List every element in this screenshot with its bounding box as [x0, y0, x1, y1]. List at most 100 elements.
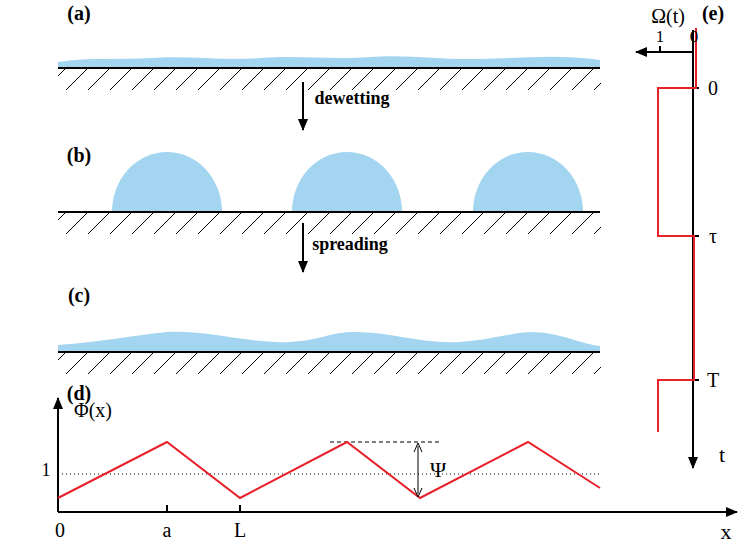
panel-label: (e) — [702, 3, 724, 23]
hatch-line — [176, 352, 198, 374]
hatch-line — [572, 68, 594, 90]
hatch-line — [198, 68, 220, 90]
hatch-line — [264, 68, 286, 90]
hatch-line — [66, 68, 88, 90]
hatch-line — [154, 352, 176, 374]
hatch-line — [286, 352, 308, 374]
hatch-line — [440, 212, 462, 234]
hatch-line — [396, 212, 418, 234]
hatch-line — [242, 68, 264, 90]
hatch-line — [528, 212, 550, 234]
hatch-line — [66, 352, 88, 374]
tick-label: T — [707, 370, 719, 390]
hatch-line — [308, 212, 330, 234]
hatch-line — [132, 212, 154, 234]
tick-label: 1 — [42, 461, 51, 479]
hatch-line — [88, 212, 110, 234]
process-label: spreading — [312, 235, 388, 253]
hatch-line — [506, 212, 528, 234]
hatch-line — [330, 352, 352, 374]
axis-label: x — [721, 521, 732, 543]
hatch-line — [154, 68, 176, 90]
hatch-line — [484, 68, 506, 90]
hatch-line — [176, 68, 198, 90]
axis-label: t — [719, 444, 725, 466]
hatch-line — [198, 212, 220, 234]
hatch-line — [242, 352, 264, 374]
dimension-label: Ψ — [430, 459, 446, 481]
hatch-line — [418, 352, 440, 374]
hatch-line — [462, 352, 484, 374]
tick-label: L — [234, 520, 246, 540]
hatch-line — [484, 352, 506, 374]
hatch-line — [110, 212, 132, 234]
tick-label: 0 — [690, 28, 699, 45]
hatch-line — [418, 68, 440, 90]
panel-label: (a) — [67, 3, 90, 23]
panel-label: (c) — [68, 285, 90, 305]
hatch-line — [58, 68, 66, 90]
hatch-line — [374, 68, 396, 90]
hatch-line — [396, 352, 418, 374]
hatch-line — [484, 212, 506, 234]
hatch-line — [286, 212, 308, 234]
hatch-line — [352, 352, 374, 374]
hatch-line — [594, 68, 601, 90]
hatch-line — [594, 212, 601, 234]
hatch-line — [396, 68, 418, 90]
hatch-line — [58, 352, 66, 374]
hatch-line — [550, 352, 572, 374]
process-label: dewetting — [315, 89, 390, 107]
hatch-line — [462, 68, 484, 90]
hatch-line — [330, 68, 352, 90]
hatch-line — [286, 68, 308, 90]
axis-label: Ω(t) — [651, 6, 685, 26]
hatch-line — [198, 352, 220, 374]
hatch-line — [440, 352, 462, 374]
hatch-line — [418, 212, 440, 234]
hatch-line — [440, 68, 462, 90]
hatch-line — [220, 352, 242, 374]
hatch-line — [308, 352, 330, 374]
hatch-line — [264, 212, 286, 234]
hatch-line — [264, 352, 286, 374]
hatch-line — [220, 68, 242, 90]
hatch-line — [572, 352, 594, 374]
hatch-line — [572, 212, 594, 234]
hatch-line — [110, 352, 132, 374]
hatch-line — [220, 212, 242, 234]
hatch-line — [462, 212, 484, 234]
hatch-line — [528, 352, 550, 374]
hatch-line — [110, 68, 132, 90]
tick-label: a — [163, 520, 172, 540]
tick-label: 0 — [55, 520, 65, 540]
hatch-line — [58, 212, 66, 234]
hatch-line — [132, 68, 154, 90]
panel-label: (b) — [67, 145, 91, 165]
hatch-line — [330, 212, 352, 234]
tick-label: 1 — [656, 28, 665, 45]
hatch-line — [88, 68, 110, 90]
hatch-line — [66, 212, 88, 234]
hatch-line — [550, 212, 572, 234]
hatch-line — [352, 212, 374, 234]
hatch-line — [374, 212, 396, 234]
tick-label: 0 — [708, 78, 718, 98]
hatch-line — [506, 352, 528, 374]
tick-label: τ — [709, 226, 717, 246]
hatch-line — [550, 68, 572, 90]
hatch-line — [242, 212, 264, 234]
hatch-line — [132, 352, 154, 374]
hatch-line — [506, 68, 528, 90]
hatch-line — [308, 68, 330, 90]
hatch-line — [352, 68, 374, 90]
hatch-line — [88, 352, 110, 374]
hatch-line — [594, 352, 601, 374]
hatch-line — [528, 68, 550, 90]
hatch-line — [176, 212, 198, 234]
axis-label: Φ(x) — [74, 400, 112, 420]
hatch-line — [374, 352, 396, 374]
hatch-line — [154, 212, 176, 234]
